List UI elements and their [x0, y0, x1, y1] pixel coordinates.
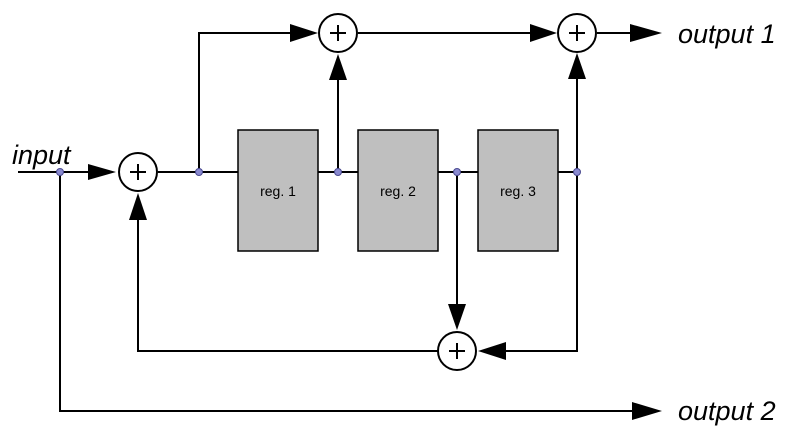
- adder1-top-arrow-icon: [290, 24, 318, 42]
- output-2-label: output 2: [678, 396, 776, 426]
- adder2-bottom-arrow-icon: [568, 53, 586, 79]
- register-3: reg. 3: [477, 129, 559, 252]
- register-2: reg. 2: [357, 129, 439, 252]
- adder1-bottom-arrow-icon: [329, 54, 347, 80]
- junction-input: [56, 168, 64, 176]
- junction-reg1-out: [334, 168, 342, 176]
- output-2-arrow-icon: [632, 402, 662, 420]
- reg3-feedback-wire: [500, 172, 578, 352]
- feedback-wire: [137, 210, 438, 352]
- adder-feedback: [437, 331, 477, 371]
- adder3-top-arrow-icon: [448, 304, 466, 330]
- register-3-box: [477, 129, 559, 252]
- junction-reg1-in: [195, 168, 203, 176]
- register-2-label: reg. 2: [380, 183, 416, 199]
- junction-reg3-out: [573, 168, 581, 176]
- register-1-box: [237, 129, 319, 252]
- output-1-arrow-icon: [630, 24, 662, 42]
- adder2-left-arrow-icon: [530, 24, 557, 42]
- adder-input: [118, 152, 158, 192]
- register-3-label: reg. 3: [500, 183, 536, 199]
- input-label: input: [12, 140, 72, 170]
- register-1: reg. 1: [237, 129, 319, 252]
- arrow-into-adder-0-head: [88, 164, 116, 180]
- adder-output-1a: [318, 13, 358, 53]
- adder-output-1b: [557, 13, 597, 53]
- output-1-label: output 1: [678, 19, 776, 49]
- register-1-label: reg. 1: [260, 183, 296, 199]
- adder3-right-arrow-icon: [478, 342, 506, 360]
- register-2-box: [357, 129, 439, 252]
- junction-reg2-out: [453, 168, 461, 176]
- branch-to-adder1-wire: [198, 32, 296, 172]
- adder0-bottom-arrow-icon: [129, 193, 147, 220]
- output-2-wire: [59, 172, 640, 412]
